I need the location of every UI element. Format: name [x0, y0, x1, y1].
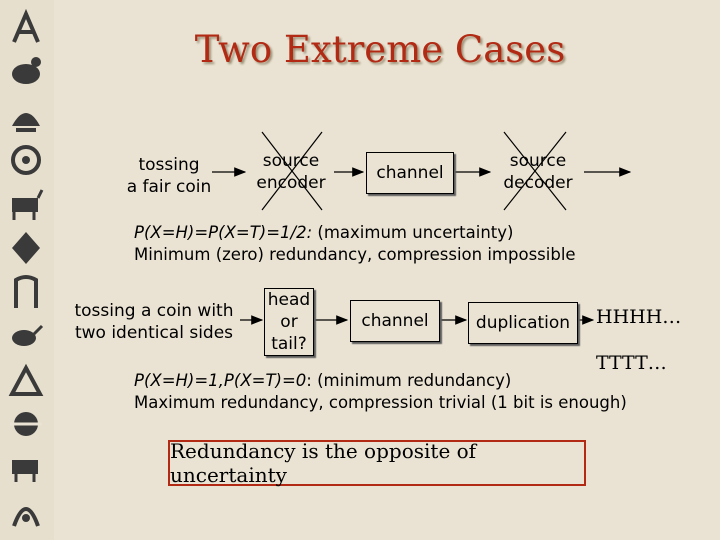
- hieroglyph-icon: [6, 8, 46, 48]
- question-line: or: [280, 312, 298, 332]
- source-decoder-label: source decoder: [492, 150, 584, 194]
- source-line: two identical sides: [74, 323, 234, 343]
- duplication-label: duplication: [475, 313, 571, 333]
- note-fair-coin: P(X=H)=P(X=T)=1/2: (maximum uncertainty)…: [134, 222, 576, 266]
- hieroglyph-icon: [6, 360, 46, 400]
- hieroglyph-icon: [6, 140, 46, 180]
- note-text: Minimum (zero) redundancy, compression i…: [134, 245, 576, 264]
- cross-line: [261, 131, 323, 211]
- note-text: Maximum redundancy, compression trivial …: [134, 393, 627, 412]
- head-or-tail-box: head or tail?: [264, 288, 314, 356]
- source-label-two-sided-coin: tossing a coin with two identical sides: [64, 300, 244, 344]
- hieroglyph-icon: [6, 316, 46, 356]
- encoder-line: encoder: [256, 173, 326, 193]
- channel-label: channel: [376, 163, 444, 183]
- output-sequence: HHHH…: [596, 306, 682, 328]
- source-encoder-label: source encoder: [250, 150, 332, 194]
- hieroglyph-icon: [6, 184, 46, 224]
- probability-text: P(X=H)=1,P(X=T)=0: [134, 371, 307, 390]
- probability-text: P(X=H)=P(X=T)=1/2:: [134, 223, 313, 242]
- hieroglyph-icon: [6, 448, 46, 488]
- hieroglyph-icon: [6, 492, 46, 532]
- hieroglyph-icon: [6, 96, 46, 136]
- conclusion-box: Redundancy is the opposite of uncertaint…: [168, 439, 586, 487]
- channel-label: channel: [361, 311, 429, 331]
- output-sequences: HHHH… TTTT…: [596, 294, 696, 386]
- channel-box: channel: [350, 300, 440, 342]
- decoder-line: source: [509, 151, 567, 171]
- encoder-line: source: [262, 151, 320, 171]
- hieroglyph-icon: [6, 228, 46, 268]
- note-text: : (minimum redundancy): [306, 371, 512, 390]
- hieroglyph-icon: [6, 404, 46, 444]
- source-line: a fair coin: [126, 177, 212, 197]
- duplication-box: duplication: [468, 302, 578, 344]
- source-line: tossing a coin with: [74, 301, 234, 321]
- hieroglyph-icon: [6, 272, 46, 312]
- question-line: tail?: [271, 334, 307, 354]
- hieroglyph-icon: [6, 52, 46, 92]
- note-text: (maximum uncertainty): [312, 223, 514, 242]
- decoder-line: decoder: [503, 173, 573, 193]
- hieroglyph-border: [0, 0, 54, 540]
- source-label-fair-coin: tossing a fair coin: [116, 154, 222, 198]
- source-line: tossing: [138, 155, 200, 175]
- note-two-sided-coin: P(X=H)=1,P(X=T)=0: (minimum redundancy) …: [134, 370, 627, 414]
- cross-line: [503, 131, 567, 211]
- output-sequence: TTTT…: [596, 352, 667, 374]
- channel-box: channel: [366, 152, 454, 194]
- page-title: Two Extreme Cases: [194, 28, 566, 71]
- question-line: head: [267, 290, 311, 310]
